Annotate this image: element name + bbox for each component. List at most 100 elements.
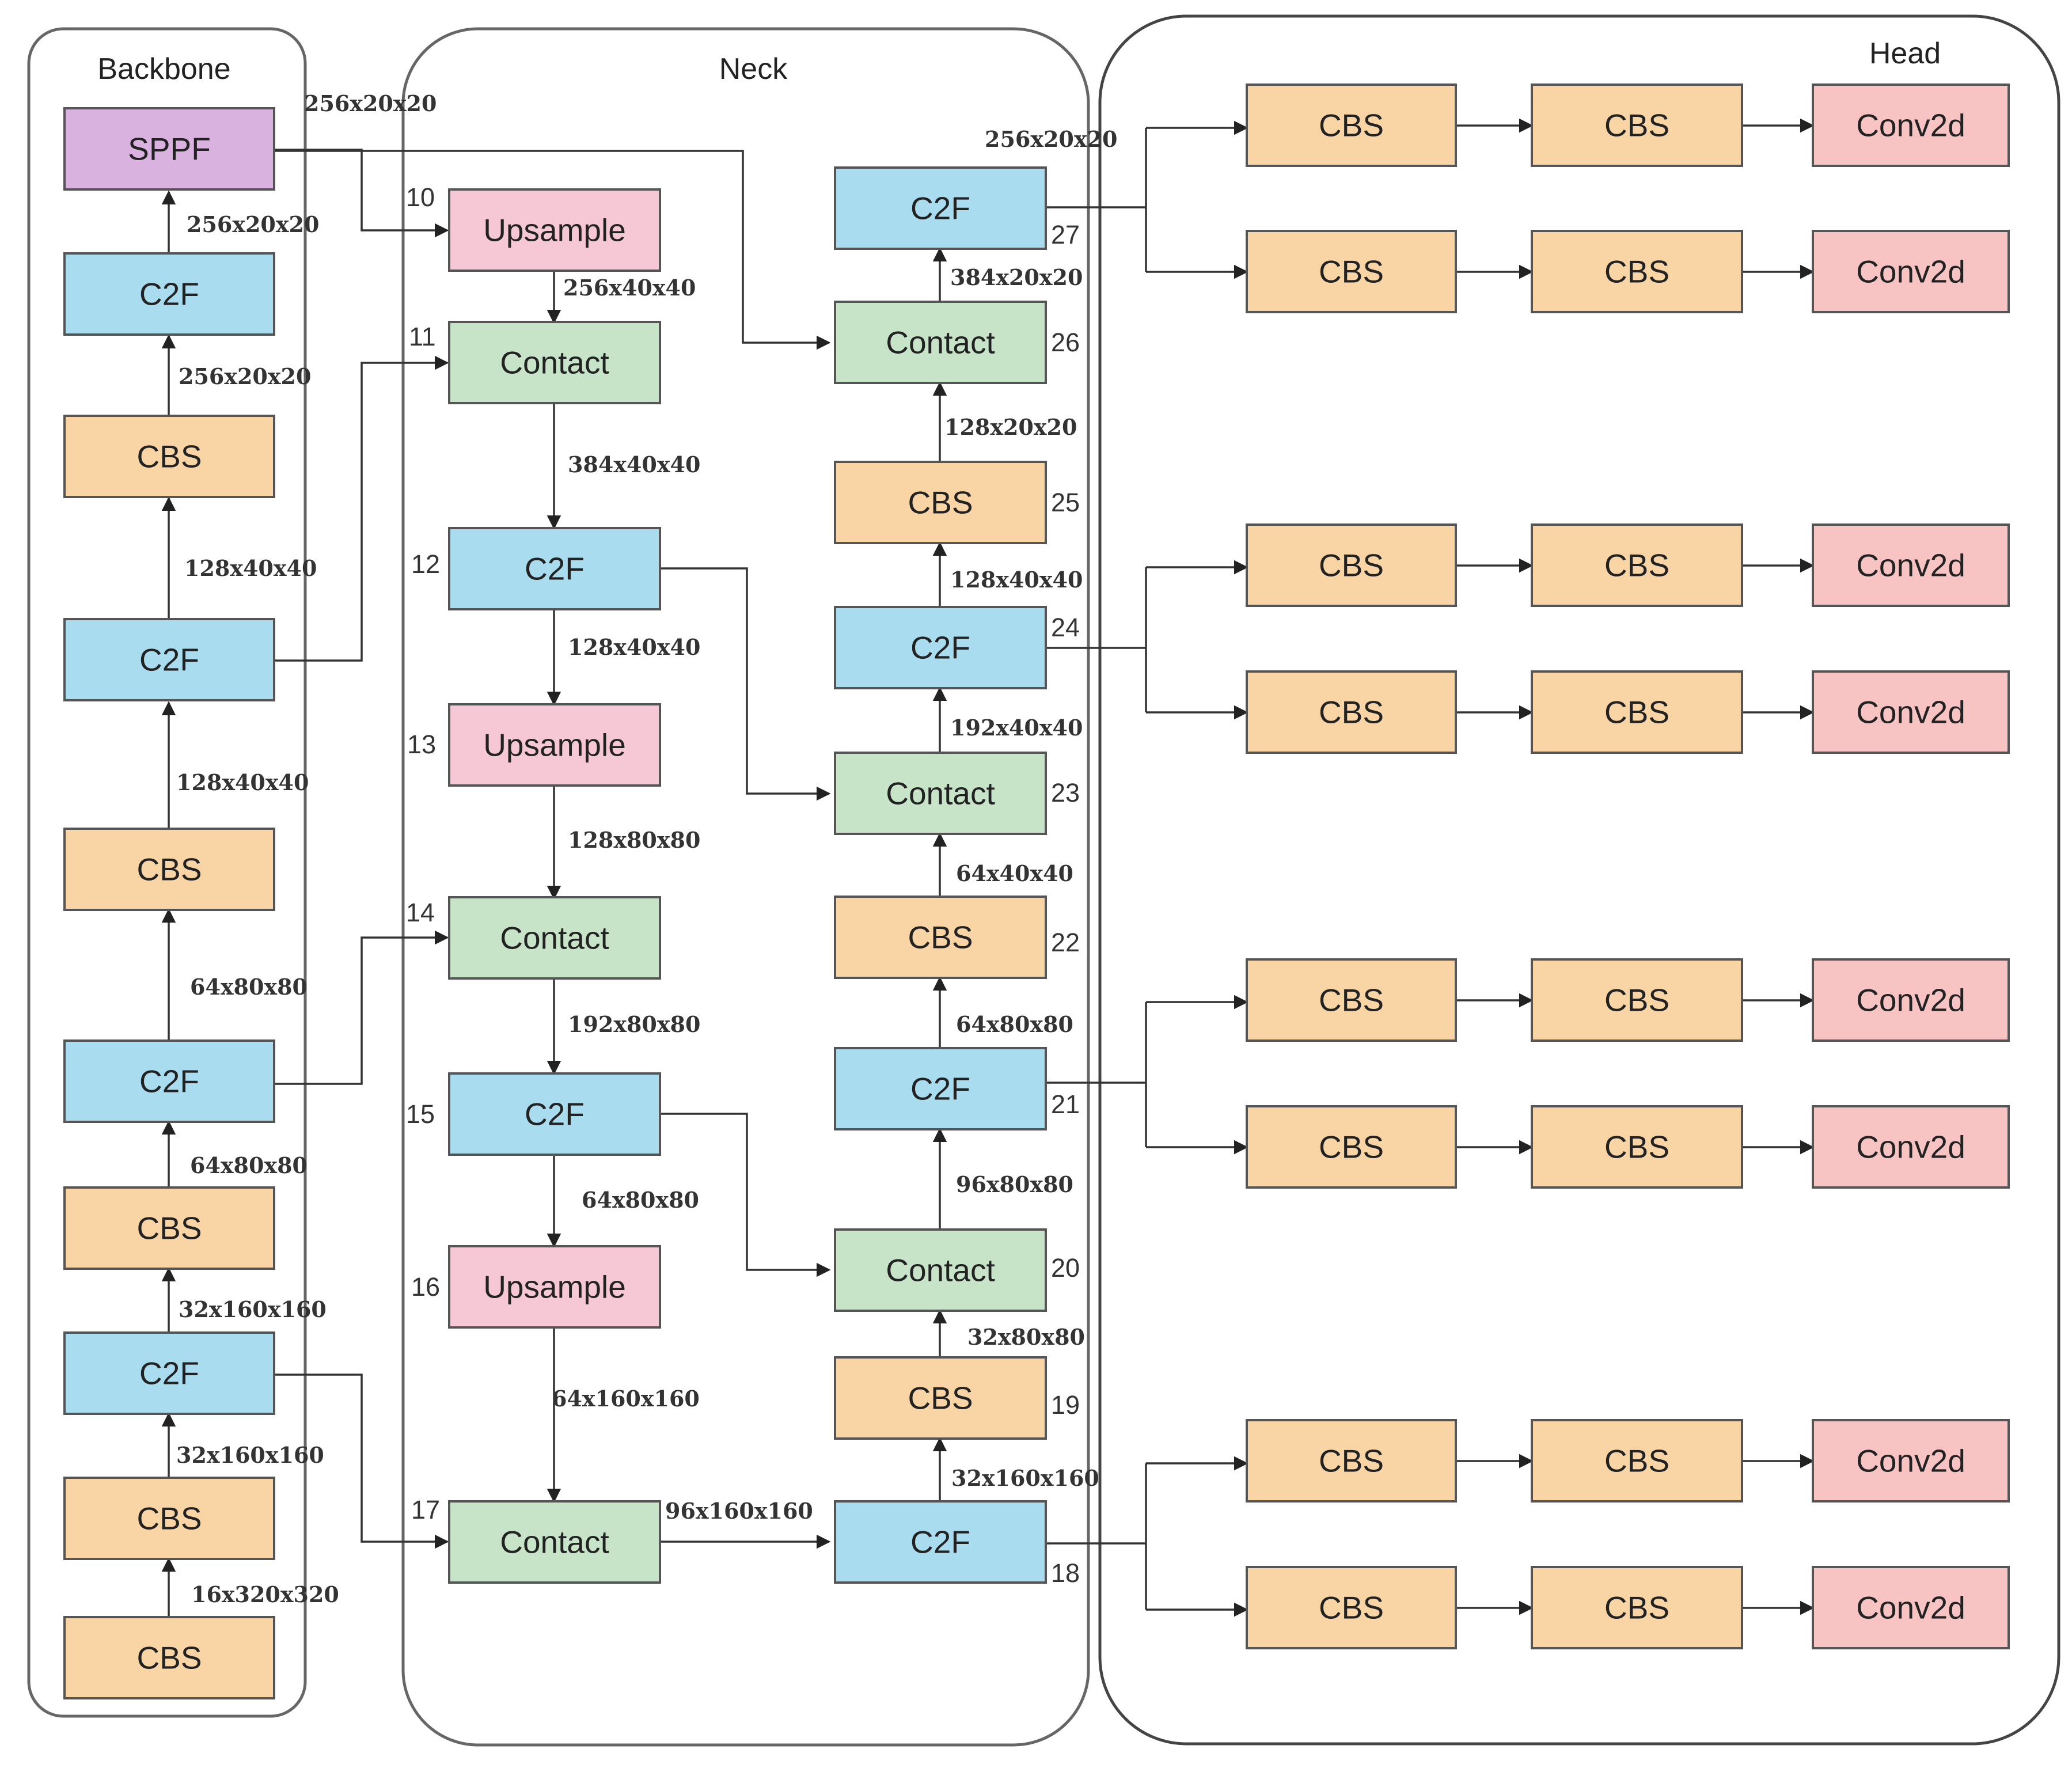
block-n-cat26-box <box>834 301 1047 384</box>
head-row5-cbs-1: CBS <box>1246 958 1457 1042</box>
head-row1-conv2d-3-label: Conv2d <box>1856 108 1965 143</box>
head-row1-conv2d-3-box <box>1812 84 2010 167</box>
head-row8-conv2d-3: Conv2d <box>1812 1566 2010 1649</box>
head-row7-cbs-1: CBS <box>1246 1419 1457 1503</box>
block-n-c2f24-box <box>834 606 1047 689</box>
head-row7-conv2d-3-box <box>1812 1419 2010 1503</box>
block-n-up10: Upsample <box>448 188 661 272</box>
index-10: 10 <box>406 183 435 212</box>
head-row3-conv2d-3-label: Conv2d <box>1856 548 1965 583</box>
head-row5-conv2d-3-box <box>1812 958 2010 1042</box>
index-19: 19 <box>1051 1390 1080 1420</box>
neck-title: Neck <box>719 52 788 86</box>
head-row3-cbs-1-box <box>1246 523 1457 607</box>
block-n-cat14-label: Contact <box>500 920 609 956</box>
block-n-cbs19-box <box>834 1356 1047 1440</box>
block-n-up16-label: Upsample <box>483 1269 626 1305</box>
index-12: 12 <box>411 549 440 579</box>
head-row8-conv2d-3-box <box>1812 1566 2010 1649</box>
block-n-c2f12-label: C2F <box>525 551 585 587</box>
block-n-up10-box <box>448 188 661 272</box>
block-n-cbs22-box <box>834 896 1047 979</box>
block-n-cbs25: CBS <box>834 461 1047 544</box>
block-n-up16: Upsample <box>448 1245 661 1329</box>
dim-label: 128x40x40 <box>184 555 317 581</box>
neck-frame <box>401 27 1090 1747</box>
index-18: 18 <box>1051 1558 1080 1588</box>
dim-label: 256x20x20 <box>304 90 437 116</box>
head-row3-cbs-2-box <box>1531 523 1743 607</box>
block-b-c2f2-label: C2F <box>139 642 199 678</box>
block-n-c2f18-box <box>834 1500 1047 1584</box>
head-row4-cbs-2-label: CBS <box>1604 695 1669 730</box>
head-row2-conv2d-3-box <box>1812 230 2010 313</box>
block-n-c2f21-box <box>834 1047 1047 1130</box>
dim-label: 64x40x40 <box>956 860 1073 886</box>
block-n-c2f27: C2F <box>834 166 1047 250</box>
head-row2-cbs-2: CBS <box>1531 230 1743 313</box>
head-row3-cbs-1-label: CBS <box>1319 548 1384 583</box>
head-row2-conv2d-3: Conv2d <box>1812 230 2010 313</box>
head-row4-conv2d-3-box <box>1812 670 2010 754</box>
head-row4-cbs-2-box <box>1531 670 1743 754</box>
block-b-cbs4: CBS <box>63 415 275 498</box>
block-n-up13: Upsample <box>448 703 661 787</box>
head-row2-cbs-1: CBS <box>1246 230 1457 313</box>
block-n-cat26: Contact <box>834 301 1047 384</box>
index-25: 25 <box>1051 488 1080 517</box>
block-n-cbs19-label: CBS <box>908 1380 973 1416</box>
head-row4-conv2d-3: Conv2d <box>1812 670 2010 754</box>
block-b-c2f3-label: C2F <box>139 276 199 312</box>
head-row4-cbs-2: CBS <box>1531 670 1743 754</box>
dim-label: 128x40x40 <box>568 634 700 660</box>
block-b-cbs1: CBS <box>63 1477 275 1560</box>
block-n-c2f15-label: C2F <box>525 1097 585 1132</box>
block-b-c2f1-box <box>63 1039 275 1123</box>
index-23: 23 <box>1051 778 1080 807</box>
head-row2-cbs-2-box <box>1531 230 1743 313</box>
index-11: 11 <box>409 322 436 351</box>
block-n-cat23-label: Contact <box>886 776 995 811</box>
block-b-c2f0-label: C2F <box>139 1356 199 1391</box>
head-frame <box>1098 14 2060 1746</box>
head-row8-cbs-2: CBS <box>1531 1566 1743 1649</box>
dim-label: 32x160x160 <box>951 1465 1099 1491</box>
head-row1-cbs-2-box <box>1531 84 1743 167</box>
block-n-c2f18-label: C2F <box>910 1524 970 1560</box>
block-b-cbs1-box <box>63 1477 275 1560</box>
head-row1-cbs-1-label: CBS <box>1319 108 1384 143</box>
backbone-frame <box>27 27 307 1718</box>
block-n-cat17-label: Contact <box>500 1524 609 1560</box>
block-b-c2f2-box <box>63 618 275 701</box>
head-title: Head <box>1869 37 1941 70</box>
index-16: 16 <box>411 1272 440 1302</box>
head-row6-cbs-2-label: CBS <box>1604 1129 1669 1165</box>
dim-label: 64x80x80 <box>190 974 308 1000</box>
head-row6-cbs-1: CBS <box>1246 1105 1457 1189</box>
dim-label: 384x40x40 <box>568 452 700 477</box>
block-b-c2f3: C2F <box>63 252 275 336</box>
head-row5-cbs-1-label: CBS <box>1319 982 1384 1018</box>
index-27: 27 <box>1051 220 1080 249</box>
head-row7-cbs-1-box <box>1246 1419 1457 1503</box>
head-row4-cbs-1-box <box>1246 670 1457 754</box>
block-b-sppf: SPPF <box>63 107 275 191</box>
head-row5-cbs-2: CBS <box>1531 958 1743 1042</box>
head-row5-cbs-2-box <box>1531 958 1743 1042</box>
block-n-up13-box <box>448 703 661 787</box>
dim-label: 256x40x40 <box>563 275 696 301</box>
block-n-cat20-label: Contact <box>886 1253 995 1288</box>
block-n-c2f21-label: C2F <box>910 1071 970 1107</box>
head-row3-cbs-2-label: CBS <box>1604 548 1669 583</box>
dimension-labels: 16x320x320 32x160x160 32x160x160 64x80x8… <box>176 90 1117 1607</box>
block-b-cbs4-box <box>63 415 275 498</box>
index-26: 26 <box>1051 328 1080 357</box>
head-row6-cbs-1-label: CBS <box>1319 1129 1384 1165</box>
block-b-sppf-label: SPPF <box>128 131 211 167</box>
head-row7-cbs-2-box <box>1531 1419 1743 1503</box>
head-row6-cbs-2-box <box>1531 1105 1743 1189</box>
block-b-cbs1-label: CBS <box>136 1501 202 1536</box>
block-b-cbs0-box <box>63 1616 275 1699</box>
block-n-cat14-box <box>448 896 661 980</box>
dim-label: 16x320x320 <box>191 1581 339 1607</box>
